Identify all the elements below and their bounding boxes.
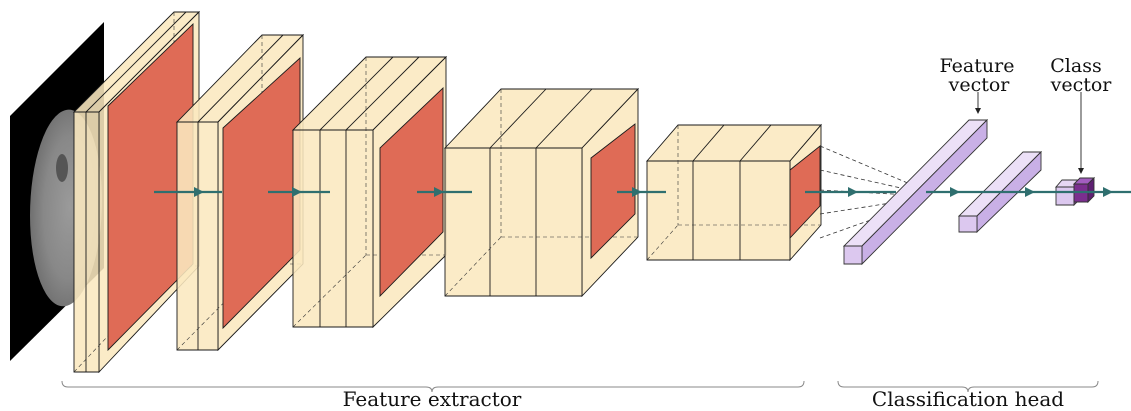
conv-block-2 xyxy=(175,33,305,352)
feature-vector-label-line2: vector xyxy=(948,74,1011,96)
feature-extractor-brace xyxy=(61,380,805,393)
class-vector-label-line2: vector xyxy=(1050,74,1113,96)
conv-block-4 xyxy=(443,87,640,298)
feature-vector-shape xyxy=(842,118,989,266)
conv-block-3 xyxy=(291,55,448,329)
feature-vector-label-line1: Feature xyxy=(940,55,1015,77)
feature-extractor-label: Feature extractor xyxy=(343,387,522,411)
feature-map-3 xyxy=(379,86,444,298)
input-image-spot xyxy=(56,154,68,182)
class-vector-label-line1: Class xyxy=(1050,55,1101,77)
feature-map-4 xyxy=(590,123,636,260)
conv-block-1 xyxy=(72,10,201,374)
label-pointers xyxy=(975,92,1084,174)
flow-arrows xyxy=(154,187,1131,197)
classification-head-label: Classification head xyxy=(872,387,1064,411)
classification-head-brace xyxy=(837,380,1099,393)
conv-block-5 xyxy=(646,123,822,262)
